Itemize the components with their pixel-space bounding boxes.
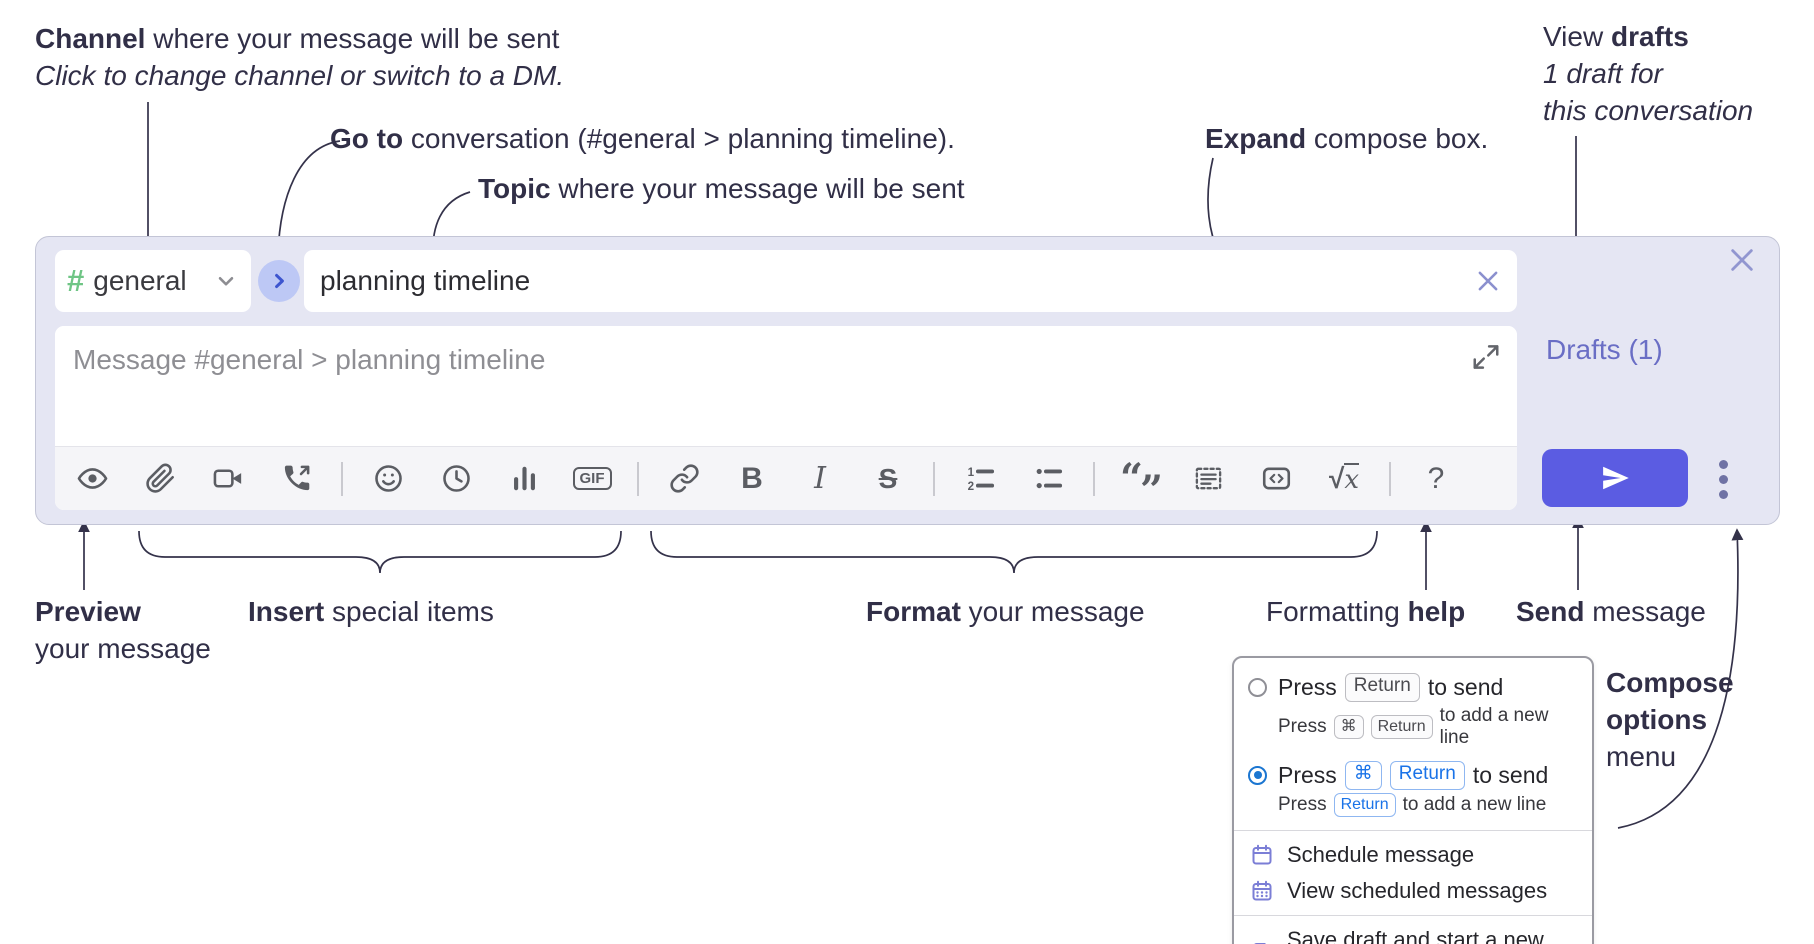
- help-icon[interactable]: ?: [1427, 461, 1445, 495]
- channel-selector[interactable]: # general: [55, 250, 251, 312]
- menu-item-save-draft[interactable]: Save draft and start a new message: [1234, 922, 1592, 944]
- chevron-down-icon: [218, 276, 234, 286]
- toolbar-divider: [1389, 461, 1391, 496]
- message-area: GIF B I S 12 “”: [55, 326, 1517, 510]
- bulleted-list-icon[interactable]: [1025, 456, 1071, 502]
- annotation-preview: Preview your message: [35, 596, 211, 664]
- annotation-format: Format your message: [866, 596, 1145, 627]
- calendar-icon: [1252, 844, 1272, 865]
- poll-icon[interactable]: [501, 456, 547, 502]
- annotation-insert: Insert special items: [248, 596, 494, 627]
- gif-icon[interactable]: GIF: [569, 456, 615, 502]
- kbd-cmd: ⌘: [1344, 760, 1382, 790]
- kbd-cmd: ⌘: [1333, 714, 1364, 739]
- compose-options-menu-button[interactable]: [1708, 453, 1738, 505]
- compose-box: # general: [35, 236, 1780, 525]
- strikethrough-icon[interactable]: S: [878, 462, 898, 494]
- kbd-return: Return: [1370, 714, 1433, 739]
- vertical-dots-icon: [1718, 459, 1728, 469]
- toolbar-divider: [637, 461, 639, 496]
- message-input[interactable]: [55, 326, 1517, 446]
- attach-paperclip-icon[interactable]: [137, 456, 183, 502]
- bold-icon[interactable]: B: [741, 461, 763, 495]
- send-button[interactable]: [1542, 449, 1688, 507]
- send-option-cmd-return-subtext: Press Return to add a new line: [1234, 792, 1592, 824]
- channel-hash-icon: #: [67, 263, 85, 298]
- annotation-formatting-help: Formatting help: [1266, 596, 1466, 627]
- preview-eye-icon[interactable]: [69, 456, 115, 502]
- link-icon[interactable]: [661, 456, 707, 502]
- send-option-return-subtext: Press ⌘ Return to add a new line: [1278, 704, 1549, 748]
- calendar-grid-icon: [1252, 880, 1272, 901]
- math-icon[interactable]: √x: [1328, 462, 1360, 495]
- menu-divider: [1234, 829, 1592, 831]
- go-to-conversation-button[interactable]: [258, 260, 300, 302]
- audio-call-icon[interactable]: [273, 456, 319, 502]
- menu-item-view-scheduled[interactable]: View scheduled messages: [1234, 873, 1592, 909]
- topic-input-wrap: [304, 250, 1517, 312]
- video-call-icon[interactable]: [205, 456, 251, 502]
- close-compose-icon[interactable]: [1726, 244, 1758, 276]
- send-option-cmd-return[interactable]: Press ⌘ Return to send: [1234, 756, 1592, 792]
- compose-options-menu: Press Return to send Press ⌘ Return to a…: [1232, 656, 1594, 944]
- topic-input[interactable]: [318, 264, 1473, 298]
- toolbar-divider: [933, 461, 935, 496]
- svg-text:1: 1: [967, 466, 974, 479]
- annotation-topic: Topic where your message will be sent: [478, 173, 965, 204]
- spoiler-icon[interactable]: [1185, 456, 1231, 502]
- emoji-icon[interactable]: [365, 456, 411, 502]
- svg-text:2: 2: [967, 480, 973, 493]
- quote-icon[interactable]: “”: [1119, 454, 1163, 510]
- radio-unselected-icon[interactable]: [1248, 677, 1267, 697]
- drafts-link[interactable]: Drafts (1): [1546, 334, 1663, 365]
- toolbar-divider: [1093, 461, 1095, 496]
- annotation-compose-options: Compose options menu: [1606, 667, 1734, 772]
- expand-compose-icon[interactable]: [1471, 342, 1501, 372]
- channel-name: general: [93, 265, 187, 296]
- annotation-expand: Expand compose box.: [1205, 123, 1489, 154]
- menu-item-schedule-message[interactable]: Schedule message: [1234, 837, 1592, 873]
- toolbar-divider: [341, 461, 343, 496]
- annotation-send: Send message: [1516, 596, 1706, 627]
- kbd-return: Return: [1389, 760, 1465, 790]
- clear-topic-icon[interactable]: [1473, 266, 1503, 296]
- italic-icon[interactable]: I: [814, 461, 826, 496]
- code-icon[interactable]: [1253, 456, 1299, 502]
- annotation-view-drafts: View drafts 1 draft for this conversatio…: [1543, 21, 1754, 126]
- annotation-channel: Channel where your message will be sent …: [35, 23, 565, 91]
- chevron-right-icon: [275, 273, 284, 289]
- annotation-goto: Go to conversation (#general > planning …: [330, 123, 955, 154]
- radio-selected-icon[interactable]: [1248, 765, 1267, 785]
- kbd-return: Return: [1344, 673, 1420, 702]
- menu-divider: [1234, 914, 1592, 916]
- kbd-return: Return: [1333, 792, 1396, 817]
- send-plane-icon: [1603, 466, 1629, 490]
- time-icon[interactable]: [433, 456, 479, 502]
- send-option-return[interactable]: Press Return to send: [1234, 668, 1592, 704]
